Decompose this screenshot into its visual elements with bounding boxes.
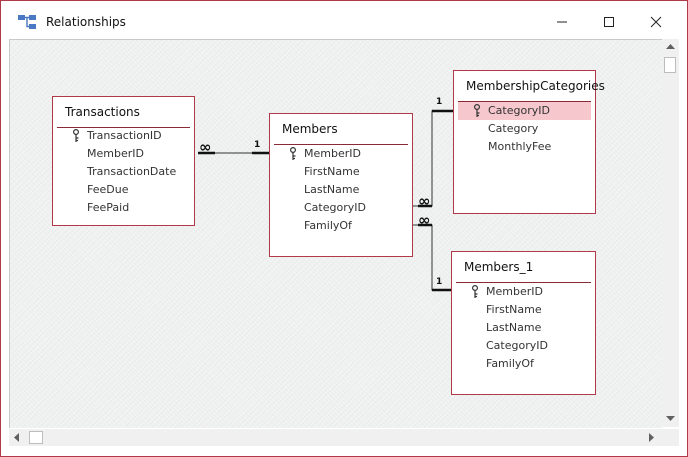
field-row[interactable]: LastName — [304, 183, 360, 196]
many-label: ∞ — [418, 211, 431, 229]
field-row[interactable]: FirstName — [486, 303, 542, 316]
scroll-right-icon[interactable] — [649, 433, 655, 442]
close-button[interactable] — [641, 9, 671, 35]
relationship-members-categories[interactable] — [413, 109, 453, 208]
table-membership-categories[interactable]: MembershipCategories CategoryID Category… — [453, 70, 605, 214]
table-header-divider — [458, 101, 591, 102]
horizontal-scrollbar[interactable] — [9, 429, 662, 446]
field-row[interactable]: CategoryID — [304, 201, 366, 214]
field-row[interactable]: FeeDue — [87, 183, 129, 196]
maximize-icon — [604, 17, 614, 27]
relationships-canvas[interactable]: ∞ 1 1 ∞ ∞ 1 Transactions TransactionID M… — [9, 39, 662, 428]
relationship-lines — [198, 109, 453, 292]
one-label: 1 — [254, 140, 261, 150]
relationship-members-members1[interactable] — [413, 223, 451, 292]
table-header-divider — [456, 282, 591, 283]
vertical-scrollbar[interactable] — [662, 39, 679, 427]
field-row[interactable]: CategoryID — [486, 339, 548, 352]
field-row[interactable]: MemberID — [274, 145, 408, 163]
one-label: 1 — [436, 97, 443, 107]
field-row[interactable]: FeePaid — [87, 201, 130, 214]
table-header-divider — [274, 144, 408, 145]
table-members[interactable]: Members MemberID FirstName LastName Cate… — [269, 113, 413, 257]
field-row[interactable]: FirstName — [304, 165, 360, 178]
table-transactions[interactable]: Transactions TransactionID MemberID Tran… — [52, 96, 195, 226]
table-title: Transactions — [65, 105, 140, 119]
vertical-scroll-thumb[interactable] — [664, 57, 676, 73]
primary-key-icon — [73, 129, 79, 142]
many-label: ∞ — [199, 138, 212, 156]
field-row[interactable]: Category — [488, 122, 539, 135]
table-members-1[interactable]: Members_1 MemberID FirstName LastName Ca… — [451, 251, 596, 395]
table-title: Members — [282, 122, 338, 136]
primary-key-icon — [474, 104, 480, 117]
table-title: Members_1 — [464, 260, 534, 274]
scrollbar-corner — [662, 429, 679, 446]
table-header-divider — [57, 127, 190, 128]
table-title: MembershipCategories — [466, 79, 605, 93]
scroll-up-icon[interactable] — [666, 44, 675, 50]
primary-key-icon — [472, 285, 478, 298]
field-row[interactable]: MemberID — [87, 147, 144, 160]
scroll-down-icon[interactable] — [666, 416, 675, 422]
one-label: 1 — [436, 277, 443, 287]
close-icon — [650, 16, 662, 28]
field-row[interactable]: TransactionDate — [87, 165, 177, 178]
horizontal-scroll-thumb[interactable] — [29, 431, 43, 444]
title-bar[interactable]: Relationships — [1, 1, 687, 39]
primary-key-icon — [290, 147, 296, 160]
field-row[interactable]: LastName — [486, 321, 542, 334]
field-row[interactable]: MonthlyFee — [488, 140, 552, 153]
field-row[interactable]: MemberID — [456, 283, 591, 301]
many-label: ∞ — [418, 192, 431, 210]
field-row[interactable]: FamilyOf — [304, 219, 352, 232]
field-row-selected[interactable]: CategoryID — [458, 102, 591, 120]
maximize-button[interactable] — [594, 9, 624, 35]
field-row[interactable]: FamilyOf — [486, 357, 534, 370]
field-row[interactable]: TransactionID — [57, 127, 190, 145]
relationships-icon — [18, 15, 36, 29]
minimize-icon — [557, 21, 567, 23]
scroll-left-icon[interactable] — [14, 433, 20, 442]
window-title: Relationships — [46, 15, 126, 29]
minimize-button[interactable] — [547, 9, 577, 35]
